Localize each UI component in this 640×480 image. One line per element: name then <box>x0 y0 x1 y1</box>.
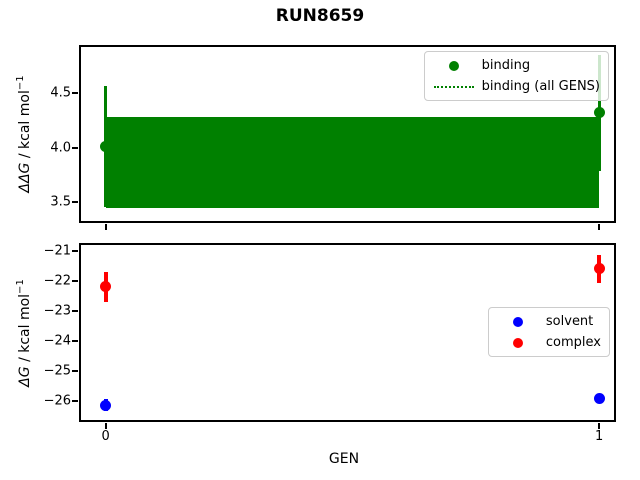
legend-item-complex: complex <box>497 332 601 353</box>
legend-binding: binding binding (all GENS) <box>423 51 609 101</box>
legend-marker-cell <box>497 316 539 327</box>
ylabel-math: ΔG <box>16 366 33 387</box>
legend-solvent-complex: solvent complex <box>487 307 610 357</box>
axes-binding: binding binding (all GENS) 3.5 4.0 4.5 <box>50 45 616 230</box>
legend-item-solvent: solvent <box>497 311 601 332</box>
y-tick-label: −22 <box>43 273 71 289</box>
legend-label: binding (all GENS) <box>481 79 600 94</box>
y-tick-mark <box>72 200 78 203</box>
x-tick-label: 0 <box>101 429 110 444</box>
x-tick-mark <box>598 423 601 429</box>
y-tick-label: 4.5 <box>50 85 71 101</box>
uncertainty-band <box>105 117 600 209</box>
dotted-line-icon <box>433 85 474 88</box>
y-tick-label: 4.0 <box>50 140 71 155</box>
y-tick-label: −24 <box>43 333 71 349</box>
legend-marker-cell <box>433 85 475 88</box>
x-axis-label: GEN <box>328 451 360 467</box>
legend-marker-cell <box>497 337 539 348</box>
x-tick-mark <box>104 224 107 230</box>
data-point-complex <box>593 263 605 275</box>
ylabel-superscript: −1 <box>15 75 27 91</box>
y-tick-label: −23 <box>43 303 71 319</box>
ylabel-units: / kcal mol <box>16 293 33 367</box>
y-tick-label: −26 <box>43 393 71 409</box>
x-tick-label: 1 <box>595 429 604 444</box>
legend-marker-cell <box>433 60 475 71</box>
legend-label: solvent <box>545 314 594 329</box>
data-point-complex <box>100 281 112 293</box>
y-tick-label: −25 <box>43 363 71 379</box>
data-point-solvent <box>593 392 605 404</box>
y-tick-mark <box>72 249 78 252</box>
x-tick-mark <box>598 224 601 230</box>
y-tick-mark <box>72 146 78 149</box>
ylabel-units: / kcal mol <box>16 90 33 163</box>
y-tick-mark <box>72 399 78 402</box>
ylabel-superscript: −1 <box>15 279 27 294</box>
ylabel-math: ΔΔG <box>16 162 33 193</box>
y-tick-label: −21 <box>43 243 71 259</box>
legend-item-binding: binding <box>433 55 600 76</box>
solvent-dot-icon <box>512 316 523 327</box>
y-axis-label-ddg: ΔΔG / kcal mol−1 <box>15 75 33 192</box>
y-tick-mark <box>72 92 78 95</box>
binding-dot-icon <box>448 60 459 71</box>
data-point-binding <box>100 140 112 152</box>
y-tick-mark <box>72 309 78 312</box>
data-point-solvent <box>100 399 112 411</box>
y-tick-mark <box>72 339 78 342</box>
x-tick-mark <box>104 423 107 429</box>
legend-label: binding <box>481 58 531 73</box>
figure-title: RUN8659 <box>275 6 365 26</box>
legend-item-binding-all-gens: binding (all GENS) <box>433 76 600 97</box>
complex-dot-icon <box>512 337 523 348</box>
y-axis-label-dg: ΔG / kcal mol−1 <box>15 279 33 387</box>
legend-label: complex <box>545 335 601 350</box>
y-tick-mark <box>72 279 78 282</box>
y-tick-label: 3.5 <box>50 194 71 210</box>
y-tick-mark <box>72 369 78 372</box>
axes-solvent-complex: solvent complex −26 −25 −24 −23 −22 −21 0 1 <box>44 243 616 444</box>
data-point-binding <box>593 107 605 119</box>
